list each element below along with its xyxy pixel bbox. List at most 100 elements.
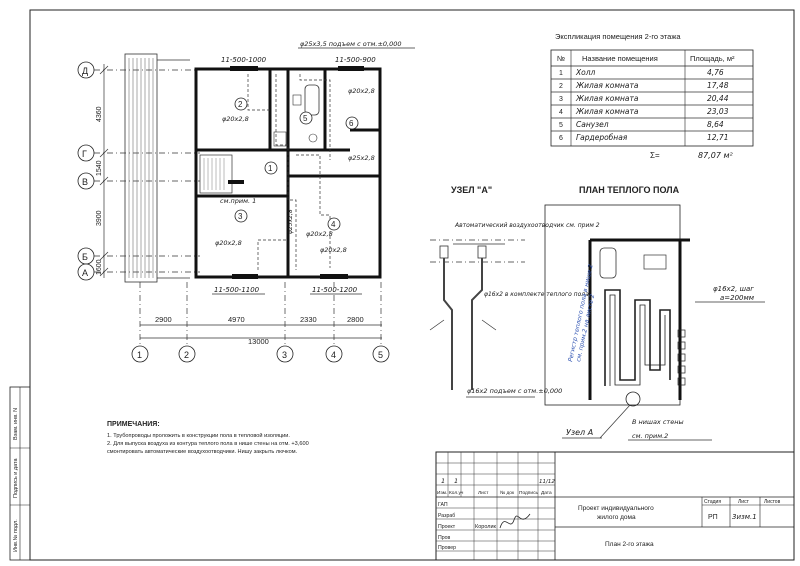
tb-header: Изм.	[437, 490, 447, 496]
radiator-label: 11-500-900	[335, 56, 376, 64]
vertical-stamp: Инв.№ подл. Подпись и дата Взам. инв. N	[9, 386, 31, 561]
tb-header: Дата	[541, 490, 552, 496]
room-numbers: 2 1 3 4 5 6	[234, 97, 359, 231]
dim-left: 4360	[96, 106, 103, 122]
tb-header: № док	[500, 490, 515, 496]
stamp-replace-label: Взам. инв. N	[13, 408, 19, 440]
note-item: 2. Для выпуска воздуха из контура теплог…	[107, 441, 309, 447]
explication-header-area: Площадь, м²	[690, 54, 735, 63]
axis-row-label: Б	[82, 252, 88, 262]
tb-project-title: Проект индивидуального жилого дома	[578, 505, 656, 521]
room-number: 6	[349, 119, 354, 128]
pipe-label: φ20х2,8	[215, 239, 242, 247]
pipe-label: φ20х2,8	[320, 246, 347, 254]
node-a-title: УЗЕЛ "А"	[451, 185, 492, 195]
radiators	[228, 66, 364, 279]
pipe-label: φ20х2,8	[348, 87, 375, 95]
explication-header-name: Название помещения	[582, 54, 658, 63]
tb-sheet-header: Лист	[738, 499, 750, 505]
radiator-label: 11-500-1100	[214, 286, 260, 294]
explication-header-no: №	[557, 54, 565, 63]
heating-label: а=200мм	[720, 294, 755, 302]
explication-row-name: Санузел	[576, 120, 609, 129]
explication-row-name: Холл	[575, 68, 596, 77]
signature-icon	[499, 513, 531, 529]
axis-col-label: 3	[282, 350, 287, 360]
node-a-label: φ16х2 подъем с отм.±0,000	[467, 387, 562, 395]
radiator-label: 11-500-1000	[221, 56, 267, 64]
explication-row-area: 23,03	[707, 107, 729, 116]
tb-top-val: 1	[454, 477, 458, 485]
dimension-bottom: 2900 4970 2330 2800 13000	[139, 282, 382, 346]
note-item: смонтировать автоматические воздухоотвод…	[107, 449, 298, 455]
tb-author: Королик	[475, 524, 497, 530]
floor-heating-title: ПЛАН ТЕПЛОГО ПОЛА	[579, 185, 680, 195]
dim-bottom: 4970	[228, 315, 245, 324]
floor-plan: Д Г В Б А 4360 1540 3900 1600	[77, 40, 415, 363]
node-a-label: Автоматический воздухоотводчик см. прим …	[454, 222, 600, 229]
room-number: 5	[303, 114, 308, 123]
tb-top-val: 11/12	[539, 479, 555, 485]
plan-top-label: φ25х3,5 подъем с отм.±0,000	[300, 40, 402, 48]
explication-row-area: 4,76	[707, 68, 724, 77]
floor-heating-plan: ПЛАН ТЕПЛОГО ПОЛА Регистр теплого пола в…	[544, 185, 765, 441]
axis-col-label: 2	[184, 350, 189, 360]
stamp-sign-label: Подпись и дата	[13, 458, 19, 498]
axis-row-label: В	[82, 177, 88, 187]
tb-row-label: Разраб	[438, 513, 455, 519]
notes-title: ПРИМЕЧАНИЯ:	[107, 421, 160, 428]
tb-drawing-title: План 2-го этажа	[605, 541, 654, 548]
explication-row-area: 17,48	[707, 81, 729, 90]
note-ref: см.прим. 1	[220, 197, 256, 205]
tb-header: Кол.уч	[449, 490, 464, 496]
tb-header: Подпись	[519, 490, 538, 496]
tb-sheet: 3изм.1	[732, 513, 757, 521]
tb-project-title-1: Проект индивидуального	[578, 505, 654, 512]
note-item: 1. Трубопроводы проложить в конструкции …	[107, 432, 290, 439]
explication-row-area: 12,71	[707, 133, 728, 142]
dim-total: 13000	[248, 337, 269, 346]
explication-row-no: 1	[559, 70, 563, 77]
tb-row-label: Пров	[438, 535, 450, 541]
pipe-label: φ20х2,8	[222, 115, 249, 123]
explication-row-area: 20,44	[707, 94, 729, 103]
explication-row-name: Жилая комната	[575, 81, 639, 90]
explication-row-name: Гардеробная	[576, 133, 628, 142]
explication-row-no: 3	[559, 96, 563, 103]
room-number: 1	[268, 164, 273, 173]
room-number: 3	[238, 212, 243, 221]
explication-row-no: 4	[559, 109, 563, 116]
row-axes: Д Г В Б А	[77, 61, 200, 281]
stamp-inv-label: Инв.№ подл.	[13, 519, 19, 552]
radiator-label: 11-500-1200	[312, 286, 358, 294]
tb-row-label: ГАП	[438, 502, 448, 508]
sheet-frame	[29, 9, 795, 561]
explication-row-area: 8,64	[707, 120, 724, 129]
axis-row-label: Д	[82, 66, 88, 76]
dim-bottom: 2900	[155, 315, 172, 324]
balcony-hatch	[124, 53, 190, 283]
axis-col-label: 4	[331, 350, 336, 360]
explication-row-no: 6	[559, 135, 563, 142]
walls	[194, 67, 382, 279]
axis-col-label: 5	[378, 350, 383, 360]
pipe-label: φ20х2,8	[306, 230, 333, 238]
heating-label: Узел А	[566, 428, 593, 437]
explication-row-name: Жилая комната	[575, 94, 639, 103]
explication-row-name: Жилая комната	[575, 107, 639, 116]
explication-total-label: Σ=	[650, 151, 660, 160]
dim-left: 1600	[96, 259, 103, 275]
title-block: Изм. Кол.уч Лист № док Подпись Дата 1 1 …	[435, 451, 795, 561]
tb-project-title-2: жилого дома	[597, 514, 636, 521]
tb-header: Лист	[478, 490, 489, 496]
dim-left: 3900	[96, 210, 103, 226]
room-number: 4	[331, 220, 336, 229]
heating-label: см. прим.2	[632, 432, 668, 440]
manifold-boxes	[677, 329, 686, 386]
tb-stage: РП	[708, 514, 718, 521]
explication-row-no: 2	[559, 83, 563, 90]
pipe-label: φ25х2,8	[348, 154, 375, 162]
notes: ПРИМЕЧАНИЯ: 1. Трубопроводы проложить в …	[107, 421, 309, 455]
explication-table: Экспликация помещения 2-го этажа № Назва…	[550, 32, 754, 160]
